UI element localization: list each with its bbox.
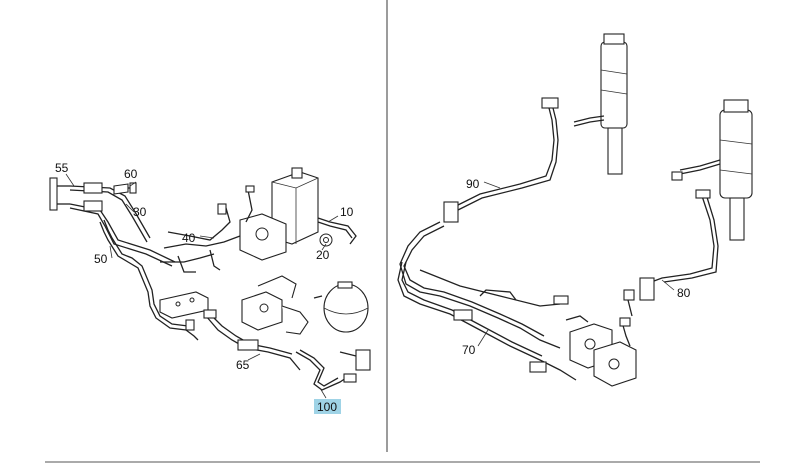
pressure-accumulator (313, 281, 369, 333)
callout-90[interactable]: 90 (466, 177, 480, 191)
part-70-lines (397, 221, 577, 381)
callout-100[interactable]: 100 (317, 400, 337, 414)
part-90-line (443, 97, 559, 223)
callout-100-highlight (314, 399, 341, 414)
part-80-line (639, 189, 719, 301)
part-40-hoses (160, 203, 241, 273)
callout-30[interactable]: 30 (133, 205, 147, 219)
valve-block (159, 291, 209, 331)
front-strut-right (671, 99, 753, 241)
callout-40[interactable]: 40 (182, 231, 196, 245)
part-20-nut (319, 233, 333, 247)
leader-lines (65, 173, 675, 399)
front-strut-left (573, 33, 628, 175)
callout-50[interactable]: 50 (94, 252, 108, 266)
callout-65[interactable]: 65 (236, 358, 250, 372)
part-30-hoses (69, 182, 176, 267)
part-65-line (203, 309, 301, 371)
callout-60[interactable]: 60 (124, 167, 138, 181)
pump-unit (239, 185, 287, 261)
rear-valve-cluster (553, 289, 637, 387)
callout-55[interactable]: 55 (55, 161, 69, 175)
part-100-line (295, 349, 371, 391)
level-valve (241, 275, 309, 335)
callout-80[interactable]: 80 (677, 286, 691, 300)
callout-20[interactable]: 20 (316, 248, 330, 262)
callout-70[interactable]: 70 (462, 343, 476, 357)
callout-10[interactable]: 10 (340, 205, 354, 219)
part-55-bracket (49, 177, 70, 211)
part-60-bolt (113, 182, 137, 195)
